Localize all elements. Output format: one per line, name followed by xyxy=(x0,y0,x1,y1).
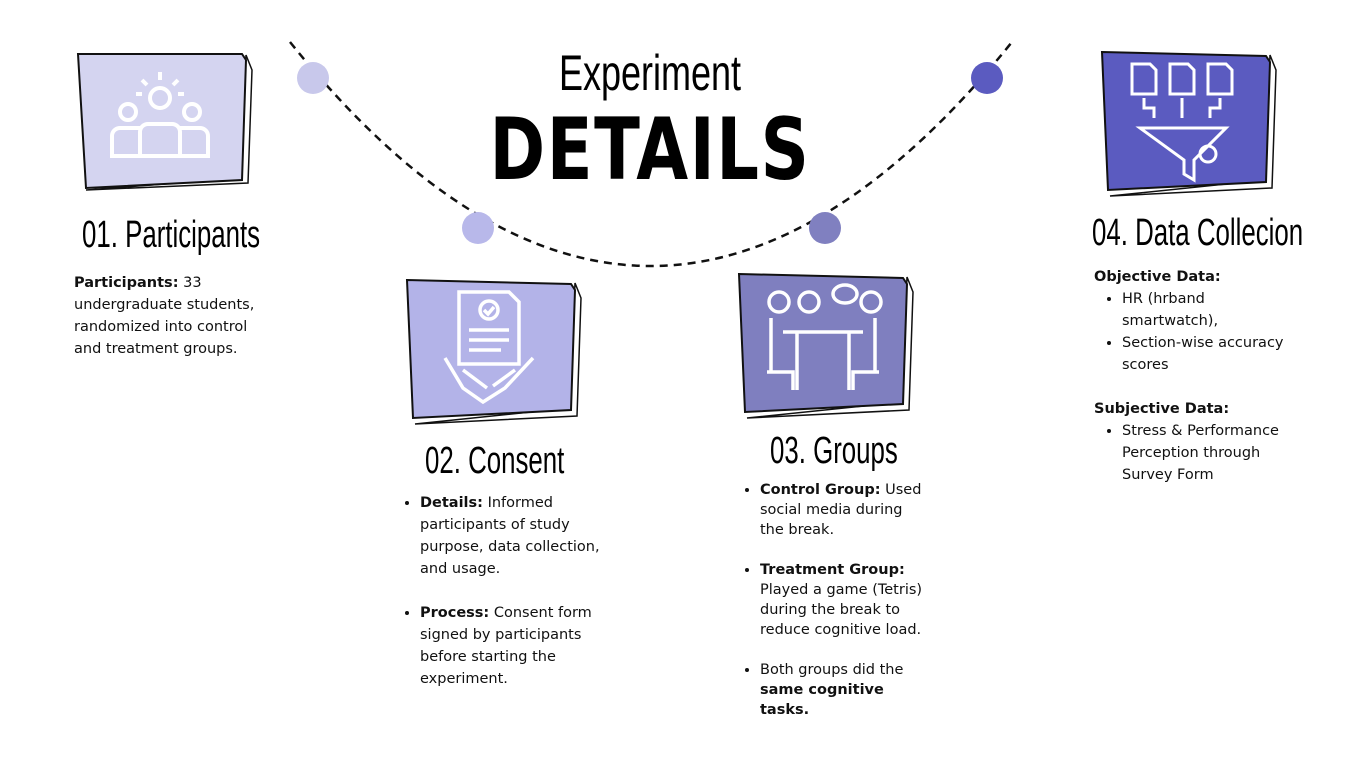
subjective-label: Subjective Data: xyxy=(1094,401,1230,417)
list-item: Details: Informed participants of study … xyxy=(420,492,615,580)
participants-box xyxy=(76,50,256,200)
groups-box xyxy=(737,272,917,422)
step-3-list: Control Group: Used social media during … xyxy=(740,480,925,720)
list-item: HR (hrband smartwatch), xyxy=(1122,288,1304,332)
contract-handshake-icon xyxy=(443,290,535,405)
meeting-table-icon xyxy=(767,283,883,390)
step-2-list: Details: Informed participants of study … xyxy=(400,492,615,690)
list-item: Both groups did the same cognitive tasks… xyxy=(760,660,925,720)
arc-dot-4 xyxy=(971,62,1003,94)
step-3-heading: 03. Groups xyxy=(770,430,898,472)
list-item: Section-wise accuracy scores xyxy=(1122,332,1304,376)
step-4-heading: 04. Data Collecion xyxy=(1092,212,1304,254)
step-1-text: Participants: 33 undergraduate students,… xyxy=(74,275,255,357)
people-icon xyxy=(110,72,210,158)
step-2-heading: 02. Consent xyxy=(425,440,565,482)
data-collection-box xyxy=(1100,50,1280,200)
step-1-heading: 01. Participants xyxy=(82,214,261,256)
list-item: Process: Consent form signed by particip… xyxy=(420,602,615,690)
consent-box xyxy=(405,278,585,428)
data-funnel-icon xyxy=(1130,62,1234,183)
arc-dot-3 xyxy=(809,212,841,244)
list-item: Stress & Performance Perception through … xyxy=(1122,420,1304,486)
step-4-text: Objective Data: HR (hrband smartwatch), … xyxy=(1094,266,1304,486)
list-item: Treatment Group: Played a game (Tetris) … xyxy=(760,560,925,640)
arc-dot-2 xyxy=(462,212,494,244)
list-item: Control Group: Used social media during … xyxy=(760,480,925,540)
arc-dot-1 xyxy=(297,62,329,94)
title-line-2: DETAILS xyxy=(489,100,811,200)
objective-label: Objective Data: xyxy=(1094,269,1221,285)
dashed-arc xyxy=(289,41,1013,268)
title-line-1: Experiment xyxy=(558,45,742,101)
